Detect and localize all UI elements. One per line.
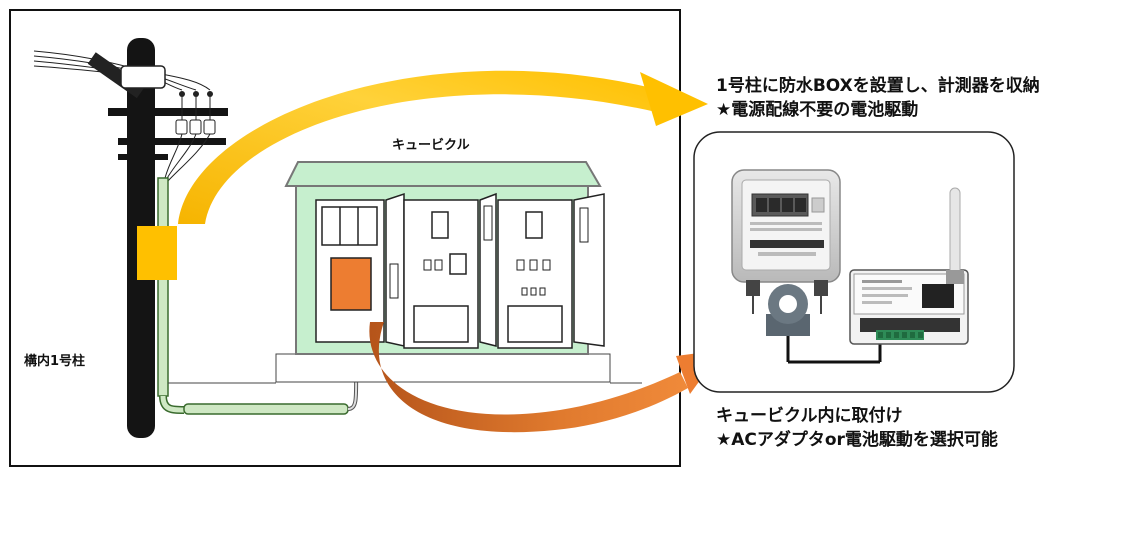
cubicle-note-line2: ★ACアダプタor電池駆動を選択可能 <box>716 430 998 450</box>
pole-note-line1: 1号柱に防水BOXを設置し、計測器を収納 <box>716 76 1040 96</box>
cable-conduit <box>157 177 359 415</box>
ct-sensor <box>766 284 882 364</box>
cubicle-note-line1: キュービクル内に取付け <box>716 406 903 426</box>
meter-box <box>330 257 372 311</box>
cubicle-foundation <box>168 353 642 384</box>
pole-label: 構内1号柱 <box>24 354 86 369</box>
cubicle-label: キュービクル <box>392 138 470 153</box>
junction-box <box>120 65 166 89</box>
cubicle-install-note: キュービクル内に取付け ★ACアダプタor電池駆動を選択可能 <box>716 404 998 452</box>
yellow-arrow <box>178 70 708 224</box>
cubicle <box>284 161 605 355</box>
pole-note-line2: ★電源配線不要の電池駆動 <box>716 100 919 120</box>
pole-install-note: 1号柱に防水BOXを設置し、計測器を収納 ★電源配線不要の電池駆動 <box>716 74 1040 122</box>
antenna <box>949 187 961 277</box>
energy-meter <box>731 169 841 314</box>
waterproof-box <box>137 226 177 280</box>
wireless-unit <box>849 187 969 345</box>
